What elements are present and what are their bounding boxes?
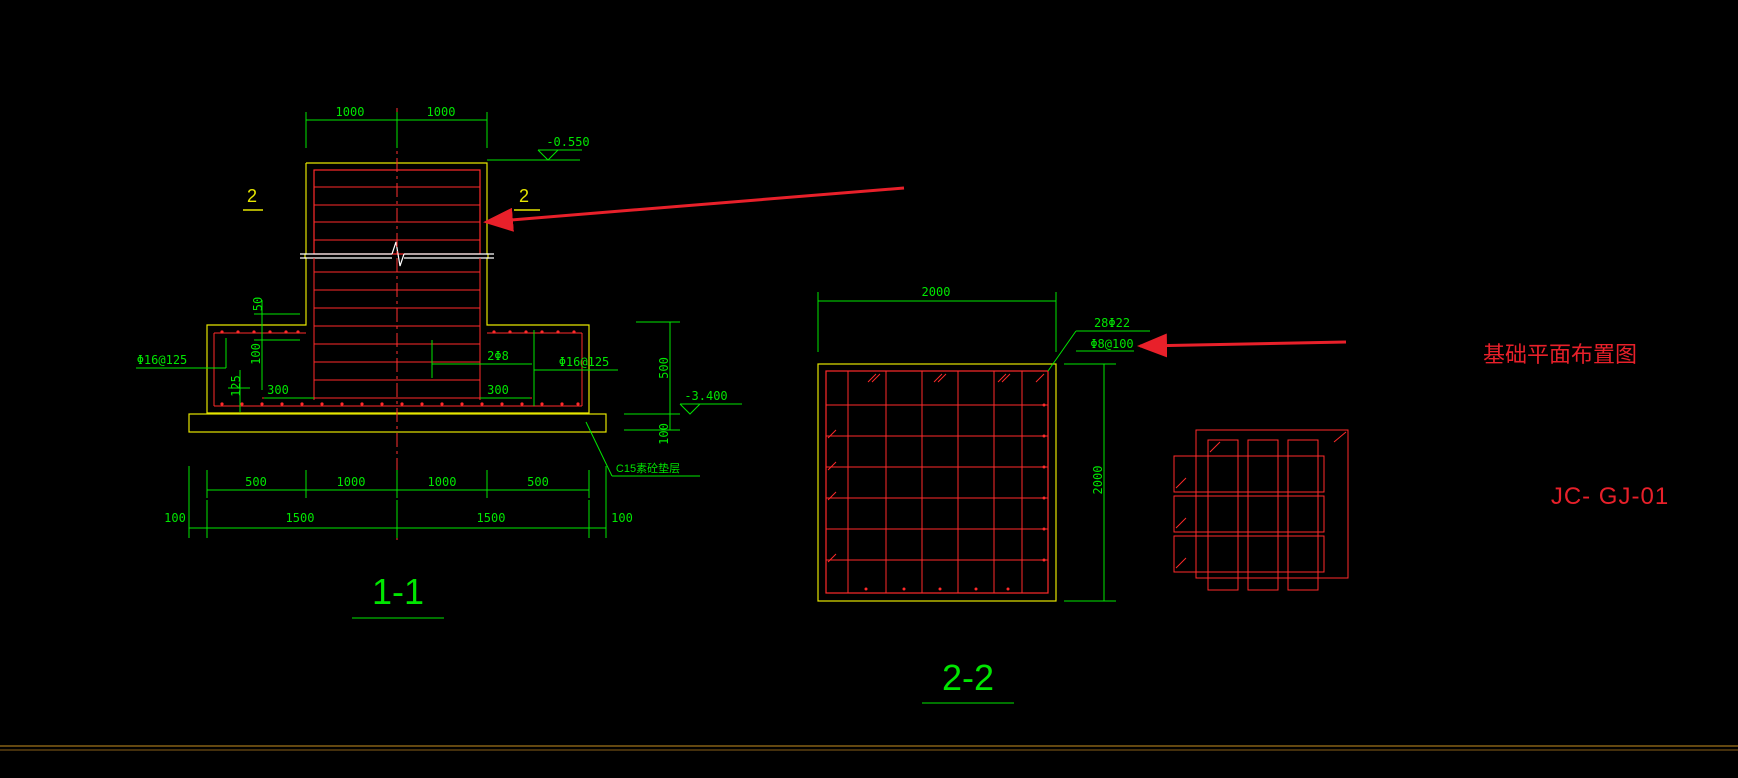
rebar-right-label: Φ16@125: [559, 355, 610, 369]
cut-mark-left-text: 2: [247, 186, 257, 206]
dim-bottom-2: 1000: [337, 475, 366, 489]
dim-bottom-4: 500: [527, 475, 549, 489]
section-2-2-hatch: [827, 373, 1045, 563]
dim-bottom-row2-4: 100: [611, 511, 633, 525]
dimension-lines-2-2: [817, 292, 1150, 704]
annotation-arrow-2: [1137, 333, 1347, 358]
dim-500-right: 500: [657, 357, 671, 379]
elevation-bottom: -3.400: [684, 389, 727, 403]
footing-outline: [206, 162, 590, 414]
dim-100: 100: [249, 343, 263, 365]
dim-50: 50: [251, 297, 265, 311]
section-2-2-rebar-cage: [825, 370, 1049, 594]
rebar-left-label: Φ16@125: [137, 353, 188, 367]
cut-mark-left: 2: [243, 186, 263, 211]
cushion-label: C15素砼垫层: [616, 461, 680, 475]
elevation-top: -0.550: [546, 135, 589, 149]
break-line: [300, 241, 494, 267]
foundation-plan-thumbnail: [1173, 429, 1349, 591]
dim-300-right: 300: [487, 383, 509, 397]
section-1-1-title: 1-1: [372, 571, 424, 612]
cut-mark-right-text: 2: [519, 186, 529, 206]
dim-bottom-row2-1: 100: [164, 511, 186, 525]
rebar-dots: [220, 330, 580, 406]
dim-height-2-2: 2000: [1091, 466, 1105, 495]
section-1-1-drawing: 2 2: [136, 105, 742, 619]
annotation-arrow-1: [483, 186, 905, 232]
section-2-2-title: 2-2: [942, 657, 994, 698]
dim-100-right: 100: [657, 423, 671, 445]
dim-bottom-3: 1000: [428, 475, 457, 489]
cut-mark-right: 2: [514, 186, 540, 211]
dim-top-2: 1000: [427, 105, 456, 119]
dim-width-2-2: 2000: [922, 285, 951, 299]
plan-title: 基础平面布置图: [1483, 342, 1637, 367]
rebar-main-2-2: 28Φ22: [1094, 316, 1130, 330]
dim-bottom-row2-3: 1500: [477, 511, 506, 525]
section-2-2-rebar-dots: [864, 403, 1046, 591]
drawing-code: JC- GJ-01: [1551, 483, 1669, 510]
dim-bottom-1: 500: [245, 475, 267, 489]
rebar-mid-label: 2Φ8: [487, 349, 509, 363]
section-2-2-outline: [817, 363, 1057, 602]
section-2-2-rebar-grid: [826, 371, 1048, 593]
dimension-lines-1-1: [136, 112, 742, 619]
dim-125: 125: [229, 375, 243, 397]
dim-top-1: 1000: [336, 105, 365, 119]
dim-bottom-row2-2: 1500: [286, 511, 315, 525]
rebar-stirrup-2-2: Φ8@100: [1090, 337, 1133, 351]
dim-300-left: 300: [267, 383, 289, 397]
section-2-2-drawing: 2000 2000 28Φ22 Φ8@100 2-2: [817, 285, 1150, 704]
